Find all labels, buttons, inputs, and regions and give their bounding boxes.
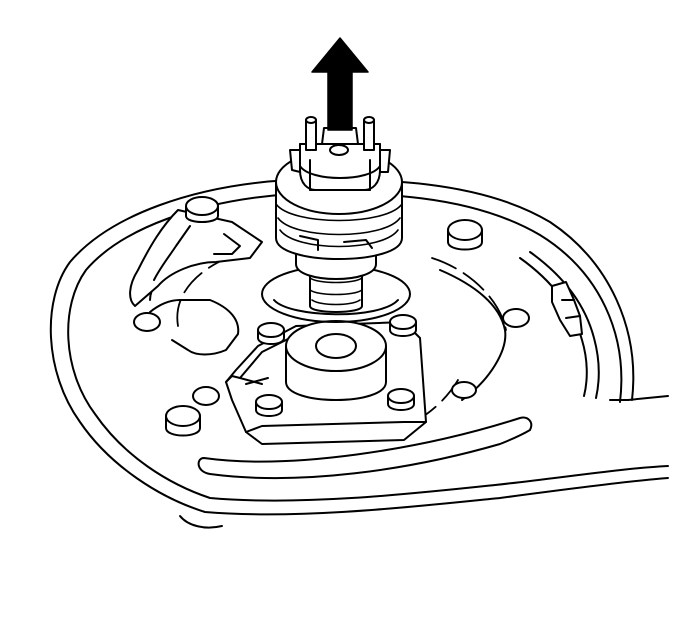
lower-slot: [197, 416, 533, 480]
stud-left-bottom: [165, 405, 201, 437]
flange-bolts: [255, 314, 417, 417]
left-bracket: [129, 209, 263, 356]
center-mount-boss: [285, 320, 387, 401]
stud-left-top: [185, 196, 219, 223]
sensor-assembly: [275, 143, 403, 313]
right-clip: [519, 251, 600, 399]
connector-terminals: [305, 116, 375, 151]
removal-arrow-icon: [311, 37, 369, 131]
plate-studs: [165, 196, 483, 437]
plate-holes: [133, 308, 530, 406]
stud-right-top: [447, 219, 483, 251]
